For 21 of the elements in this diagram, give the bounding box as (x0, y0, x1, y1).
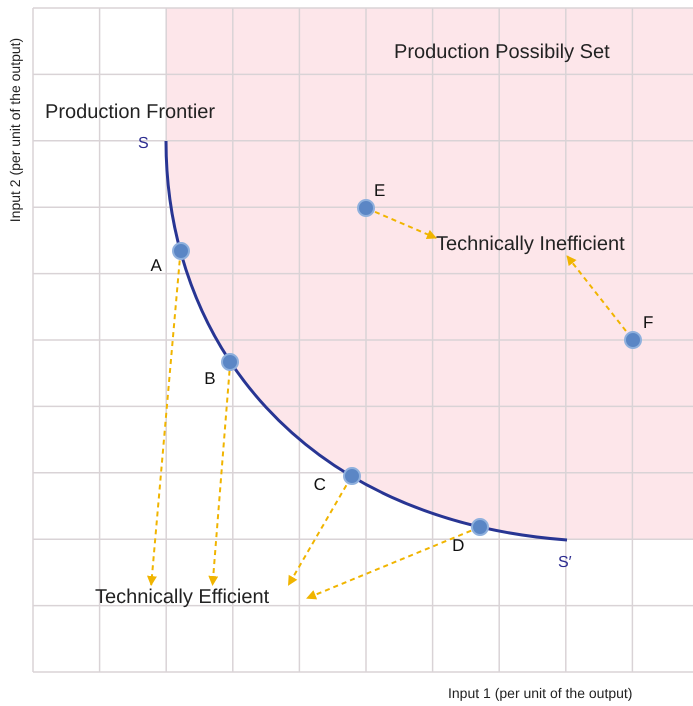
dashed-arrow (208, 370, 231, 586)
point-label: A (150, 257, 162, 276)
y-axis-label: Input 2 (per unit of the output) (7, 36, 23, 224)
dashed-arrow (288, 484, 348, 586)
dashed-arrow (306, 530, 472, 600)
curve-end-label: S (138, 134, 149, 154)
dashed-arrow (566, 255, 627, 332)
point-label: E (374, 182, 386, 200)
category-label: Technically Efficient (95, 585, 307, 609)
data-point (172, 242, 190, 260)
curve-end-label: S′ (558, 553, 572, 572)
point-label: F (643, 314, 654, 332)
dashed-arrow (374, 210, 437, 240)
category-label: Technically Inefficient (436, 232, 666, 256)
point-label: C (314, 476, 326, 494)
dashed-arrow (146, 260, 181, 586)
region-label: Production Possibily Set (394, 40, 610, 64)
region-label: Production Frontier (45, 100, 216, 124)
point-label: D (452, 536, 464, 555)
point-label: B (204, 370, 216, 388)
x-axis-label: Input 1 (per unit of the output) (448, 685, 632, 701)
